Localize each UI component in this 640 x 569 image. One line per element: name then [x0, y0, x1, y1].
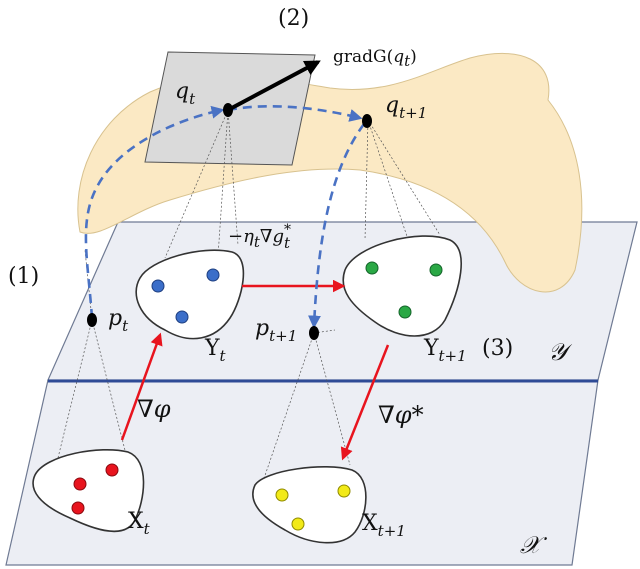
- label-q-t1: qt+1: [385, 93, 427, 122]
- label-step1: (1): [8, 264, 39, 289]
- arrow-nabla-phi: [120, 332, 163, 441]
- point-p-t: [87, 313, 97, 327]
- label-step-term: −ηt∇g*t: [228, 222, 291, 252]
- blob-x-t1: [252, 466, 367, 544]
- green-points: [365, 261, 443, 319]
- label-x-t1: Xt+1: [362, 511, 406, 540]
- label-nabla-phi: ∇φ: [137, 395, 171, 423]
- label-y-t: Yt: [204, 336, 227, 365]
- red-points: [71, 463, 119, 515]
- dashed-path-qt-to-qt1: [227, 104, 363, 122]
- label-step3: (3): [482, 336, 513, 361]
- dashed-path-pt-to-qt: [84, 105, 225, 319]
- label-x-t: Xt: [128, 509, 151, 538]
- point-p-t1: [309, 326, 319, 340]
- label-q-t: qt: [175, 79, 196, 108]
- label-y-t1: Yt+1: [423, 336, 467, 365]
- yellow-points: [275, 484, 351, 531]
- point-q-t1: [362, 114, 372, 128]
- arrow-nabla-phi-star: [340, 344, 390, 461]
- blob-y-t1: [342, 235, 462, 337]
- label-gradient: gradG(qt): [333, 47, 417, 70]
- blue-points: [151, 268, 220, 324]
- label-p-t: pt: [108, 306, 129, 335]
- label-step2: (2): [278, 6, 309, 31]
- label-p-t1: pt+1: [255, 316, 297, 345]
- projection-lines: [54, 109, 441, 491]
- label-nabla-phi-star: ∇φ*: [378, 401, 424, 429]
- point-q-t: [223, 103, 233, 117]
- dashed-path-qt1-to-pt1: [307, 123, 366, 329]
- gradient-arrow: [227, 60, 321, 112]
